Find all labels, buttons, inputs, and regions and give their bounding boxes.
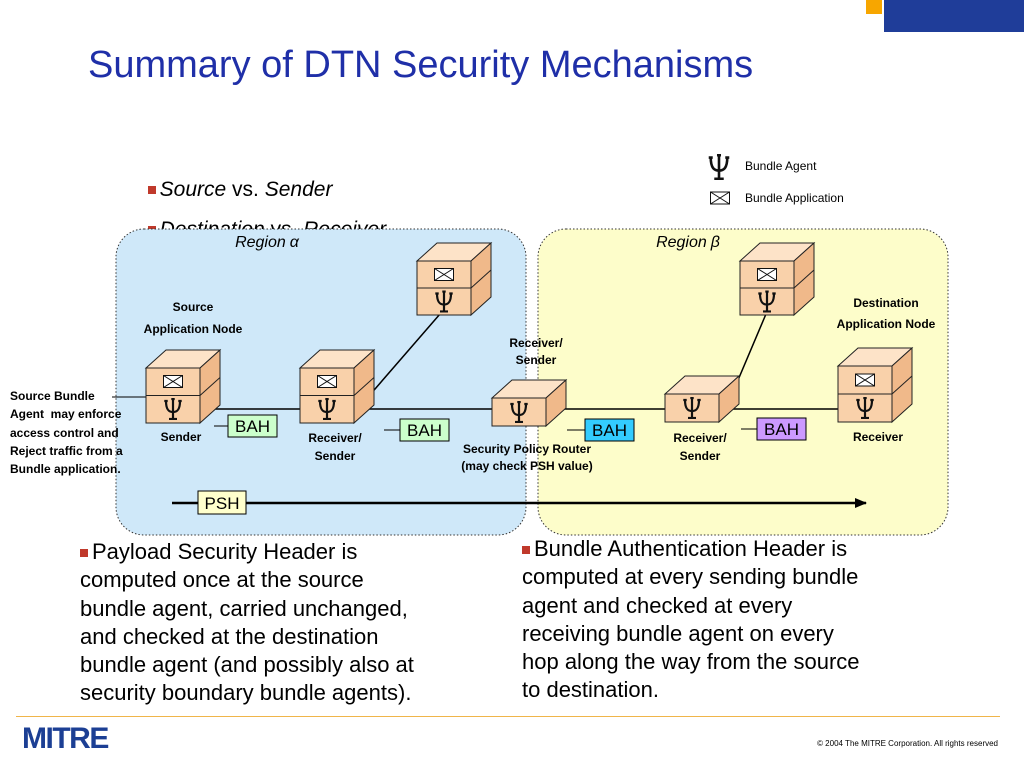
node-sender [144,348,222,425]
payload-security-header-note: Payload Security Header is computed once… [80,538,414,708]
psh-tag-label: PSH [205,494,240,513]
corner-accent-blue [884,0,1024,32]
node-application-beta [738,241,816,317]
paragraph-text: Bundle Authentication Header is [534,536,848,561]
bah-tag-label: BAH [407,421,442,440]
bah-tag-box [584,418,635,442]
bullet-source-vs-sender: Source vs. Sender [136,148,332,204]
region-symbol: β [710,234,720,251]
link-line-alpha [361,313,441,405]
bah-tag-box [756,417,807,441]
cube-divider [793,269,815,289]
bullet-term: Sender [264,178,333,201]
footer-divider [16,716,1000,717]
copyright-notice: © 2004 The MITRE Corporation. All rights… [817,739,998,748]
paragraph-line: bundle agent (and possibly also at [80,652,414,678]
cube-side-face [718,374,740,424]
node-receiver-sender-alpha [298,348,376,425]
node-label: Receiver [853,430,903,444]
bundle-application-icon [757,268,777,281]
router-role-label: Sender [516,353,557,367]
bundle-agent-icon [708,154,730,180]
node-receiver-sender-beta [663,374,741,424]
node-application-alpha [415,241,493,317]
paragraph-line: receiving bundle agent on every [522,620,834,646]
node-label: Sender [315,449,356,463]
paragraph-line: agent and checked at every [522,592,793,618]
paragraph-line: hop along the way from the source [522,649,860,675]
bullet-connector: vs. [226,178,265,201]
node-security-policy-router [490,378,568,428]
cube-divider [199,377,221,396]
psh-tag-box [197,490,247,515]
source-app-node-label: Source [173,300,214,314]
node-label: Security Policy Router [463,442,591,456]
mitre-logo: MITRE [22,722,109,755]
bullet-marker [147,186,156,194]
bullet-term: Source [159,178,227,201]
bah-tag-label: BAH [592,421,627,440]
bundle-application-icon [855,373,875,387]
source-app-node-label: Application Node [144,322,243,336]
cube-divider [353,377,375,396]
node-label: Receiver/ [308,431,362,445]
source-agent-note-line: Reject traffic from a [10,444,123,458]
paragraph-line: computed once at the source [80,567,364,593]
paragraph-line: computed at every sending bundle [522,564,859,590]
node-label: Receiver/ [673,431,727,445]
paragraph-line: to destination. [522,677,659,703]
router-role-label: Receiver/ [509,336,563,350]
region-word: Region [656,234,707,251]
bah-tag-box [399,418,450,442]
cube-divider [470,269,492,289]
cube-side-face [545,378,567,428]
paragraph-line: and checked at the destination [80,623,379,649]
bundle-application-icon [163,375,183,388]
legend-label-bundle-application: Bundle Application [745,191,844,205]
node-label: Sender [161,430,202,444]
bullet-marker [80,549,88,557]
source-agent-note-line: Source Bundle [10,389,95,403]
source-agent-note-line: access control and [10,426,119,440]
paragraph-text: Payload Security Header is [92,539,358,564]
bah-tag-label: BAH [235,417,270,436]
destination-app-node-label: Destination [853,296,918,310]
paragraph-line: bundle agent, carried unchanged, [80,595,408,621]
paragraph-line: security boundary bundle agents). [80,680,412,706]
bah-tag-box [227,414,278,438]
region-word: Region [235,234,286,251]
paragraph-line: Bundle Authentication Header is [522,535,860,563]
bah-tag-label: BAH [764,420,799,439]
bundle-application-icon [434,268,454,281]
bundle-application-icon [317,375,337,388]
node-label: Sender [680,449,721,463]
node-label: (may check PSH value) [461,459,592,473]
bundle-authentication-header-note: Bundle Authentication Header is computed… [522,535,860,705]
destination-app-node-label: Application Node [837,317,936,331]
source-agent-note-line: Bundle application. [10,462,121,476]
bullet-marker [522,546,530,554]
source-agent-note-line: Agent may enforce [10,407,122,421]
region-symbol: α [290,234,300,251]
legend-label-bundle-agent: Bundle Agent [745,159,817,173]
paragraph-line: Payload Security Header is [80,538,414,566]
bundle-application-icon [710,191,730,205]
cube-divider [891,375,913,395]
corner-accent-orange [866,0,882,14]
node-receiver [836,346,914,424]
slide-title: Summary of DTN Security Mechanisms [88,44,754,86]
